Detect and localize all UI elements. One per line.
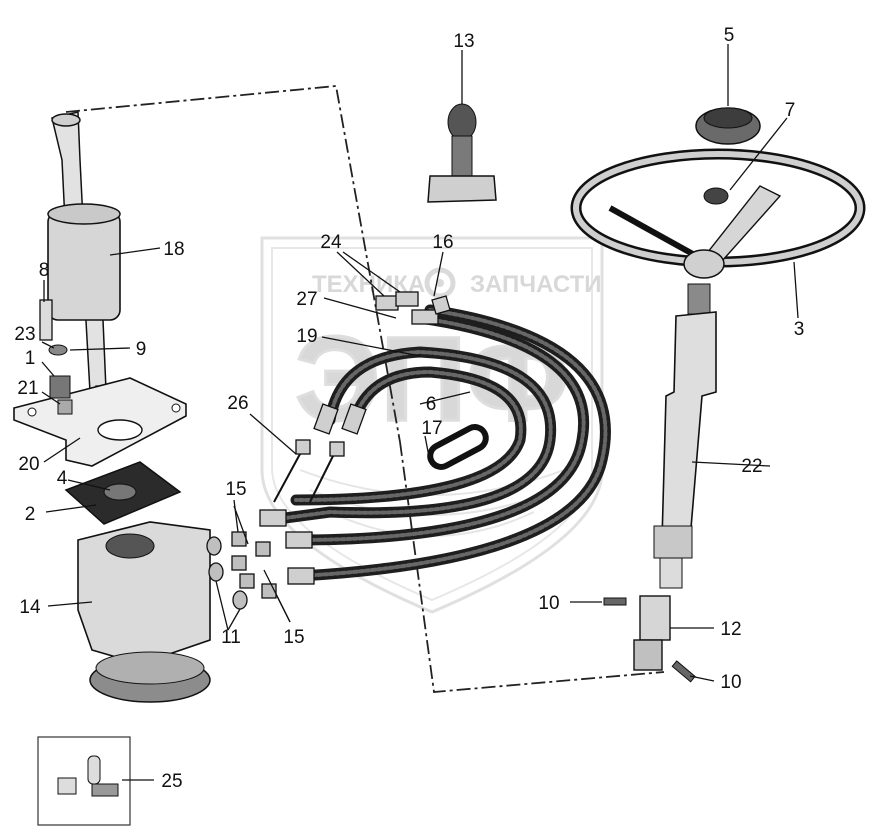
fasteners bbox=[39, 299, 73, 415]
callout-2: 2 bbox=[25, 504, 36, 525]
hose-fittings bbox=[259, 291, 451, 585]
callout-10a: 10 bbox=[538, 593, 559, 614]
callout-13: 13 bbox=[453, 31, 474, 52]
callout-20: 20 bbox=[18, 454, 39, 475]
callout-5: 5 bbox=[724, 25, 735, 46]
callout-19: 19 bbox=[296, 326, 317, 347]
callout-labels: 13 5 7 18 8 23 9 1 21 20 4 2 14 24 16 27… bbox=[14, 25, 804, 792]
hoses-19 bbox=[264, 304, 611, 582]
callout-3: 3 bbox=[794, 319, 805, 340]
callout-14: 14 bbox=[19, 597, 41, 618]
oring-17 bbox=[427, 424, 489, 470]
callout-25: 25 bbox=[161, 771, 182, 792]
callout-27: 27 bbox=[296, 289, 317, 310]
callout-23: 23 bbox=[14, 324, 35, 345]
universal-joint-12 bbox=[603, 595, 696, 683]
steering-unit-14 bbox=[77, 521, 211, 703]
steering-shaft-18 bbox=[47, 111, 123, 409]
callout-16: 16 bbox=[432, 232, 453, 253]
callout-18: 18 bbox=[163, 239, 184, 260]
callout-4: 4 bbox=[57, 468, 68, 489]
repair-kit-25 bbox=[37, 736, 131, 826]
leader-lines bbox=[41, 44, 799, 781]
callout-24: 24 bbox=[320, 232, 342, 253]
callout-22: 22 bbox=[741, 456, 762, 477]
horn-cap-5 bbox=[695, 107, 761, 145]
callout-10b: 10 bbox=[720, 672, 741, 693]
callout-11: 11 bbox=[221, 627, 241, 648]
callout-26: 26 bbox=[227, 393, 248, 414]
callout-1: 1 bbox=[25, 348, 36, 369]
callout-8: 8 bbox=[39, 260, 50, 281]
callout-21: 21 bbox=[17, 378, 38, 399]
watermark-text-right: ЗАПЧАСТИ bbox=[470, 271, 602, 298]
washers-and-fittings bbox=[206, 531, 277, 610]
gasket-plate-2 bbox=[64, 461, 182, 525]
callout-17: 17 bbox=[421, 418, 442, 439]
callout-15b: 15 bbox=[283, 627, 304, 648]
callout-12: 12 bbox=[720, 619, 741, 640]
steering-column-22 bbox=[653, 283, 717, 589]
callout-6: 6 bbox=[426, 394, 437, 415]
callout-7: 7 bbox=[785, 100, 796, 121]
callout-9: 9 bbox=[136, 339, 147, 360]
callout-15a: 15 bbox=[225, 479, 246, 500]
mounting-bracket-20 bbox=[13, 377, 187, 467]
control-knob-13 bbox=[427, 103, 497, 203]
assembly-lines bbox=[65, 85, 665, 693]
gear-icon bbox=[424, 267, 456, 299]
steering-wheel-3 bbox=[570, 148, 866, 279]
